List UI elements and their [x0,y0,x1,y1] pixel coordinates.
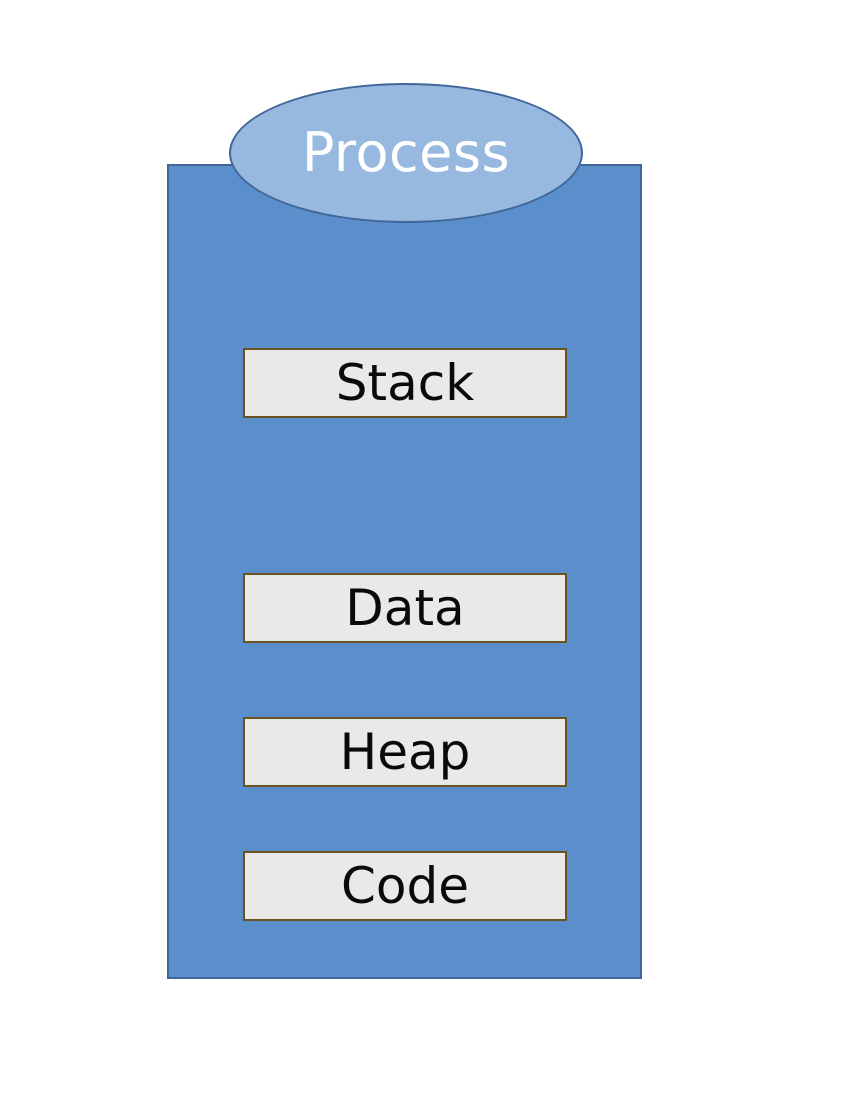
process-title: Process [301,121,511,184]
segment-stack: Stack [243,348,567,418]
process-container [167,164,642,979]
segment-data-label: Data [345,579,465,637]
segment-code: Code [243,851,567,921]
segment-data: Data [243,573,567,643]
segment-code-label: Code [340,857,469,915]
segment-stack-label: Stack [335,354,475,412]
segment-heap: Heap [243,717,567,787]
segment-heap-label: Heap [339,723,471,781]
process-title-ellipse: Process [229,83,583,223]
